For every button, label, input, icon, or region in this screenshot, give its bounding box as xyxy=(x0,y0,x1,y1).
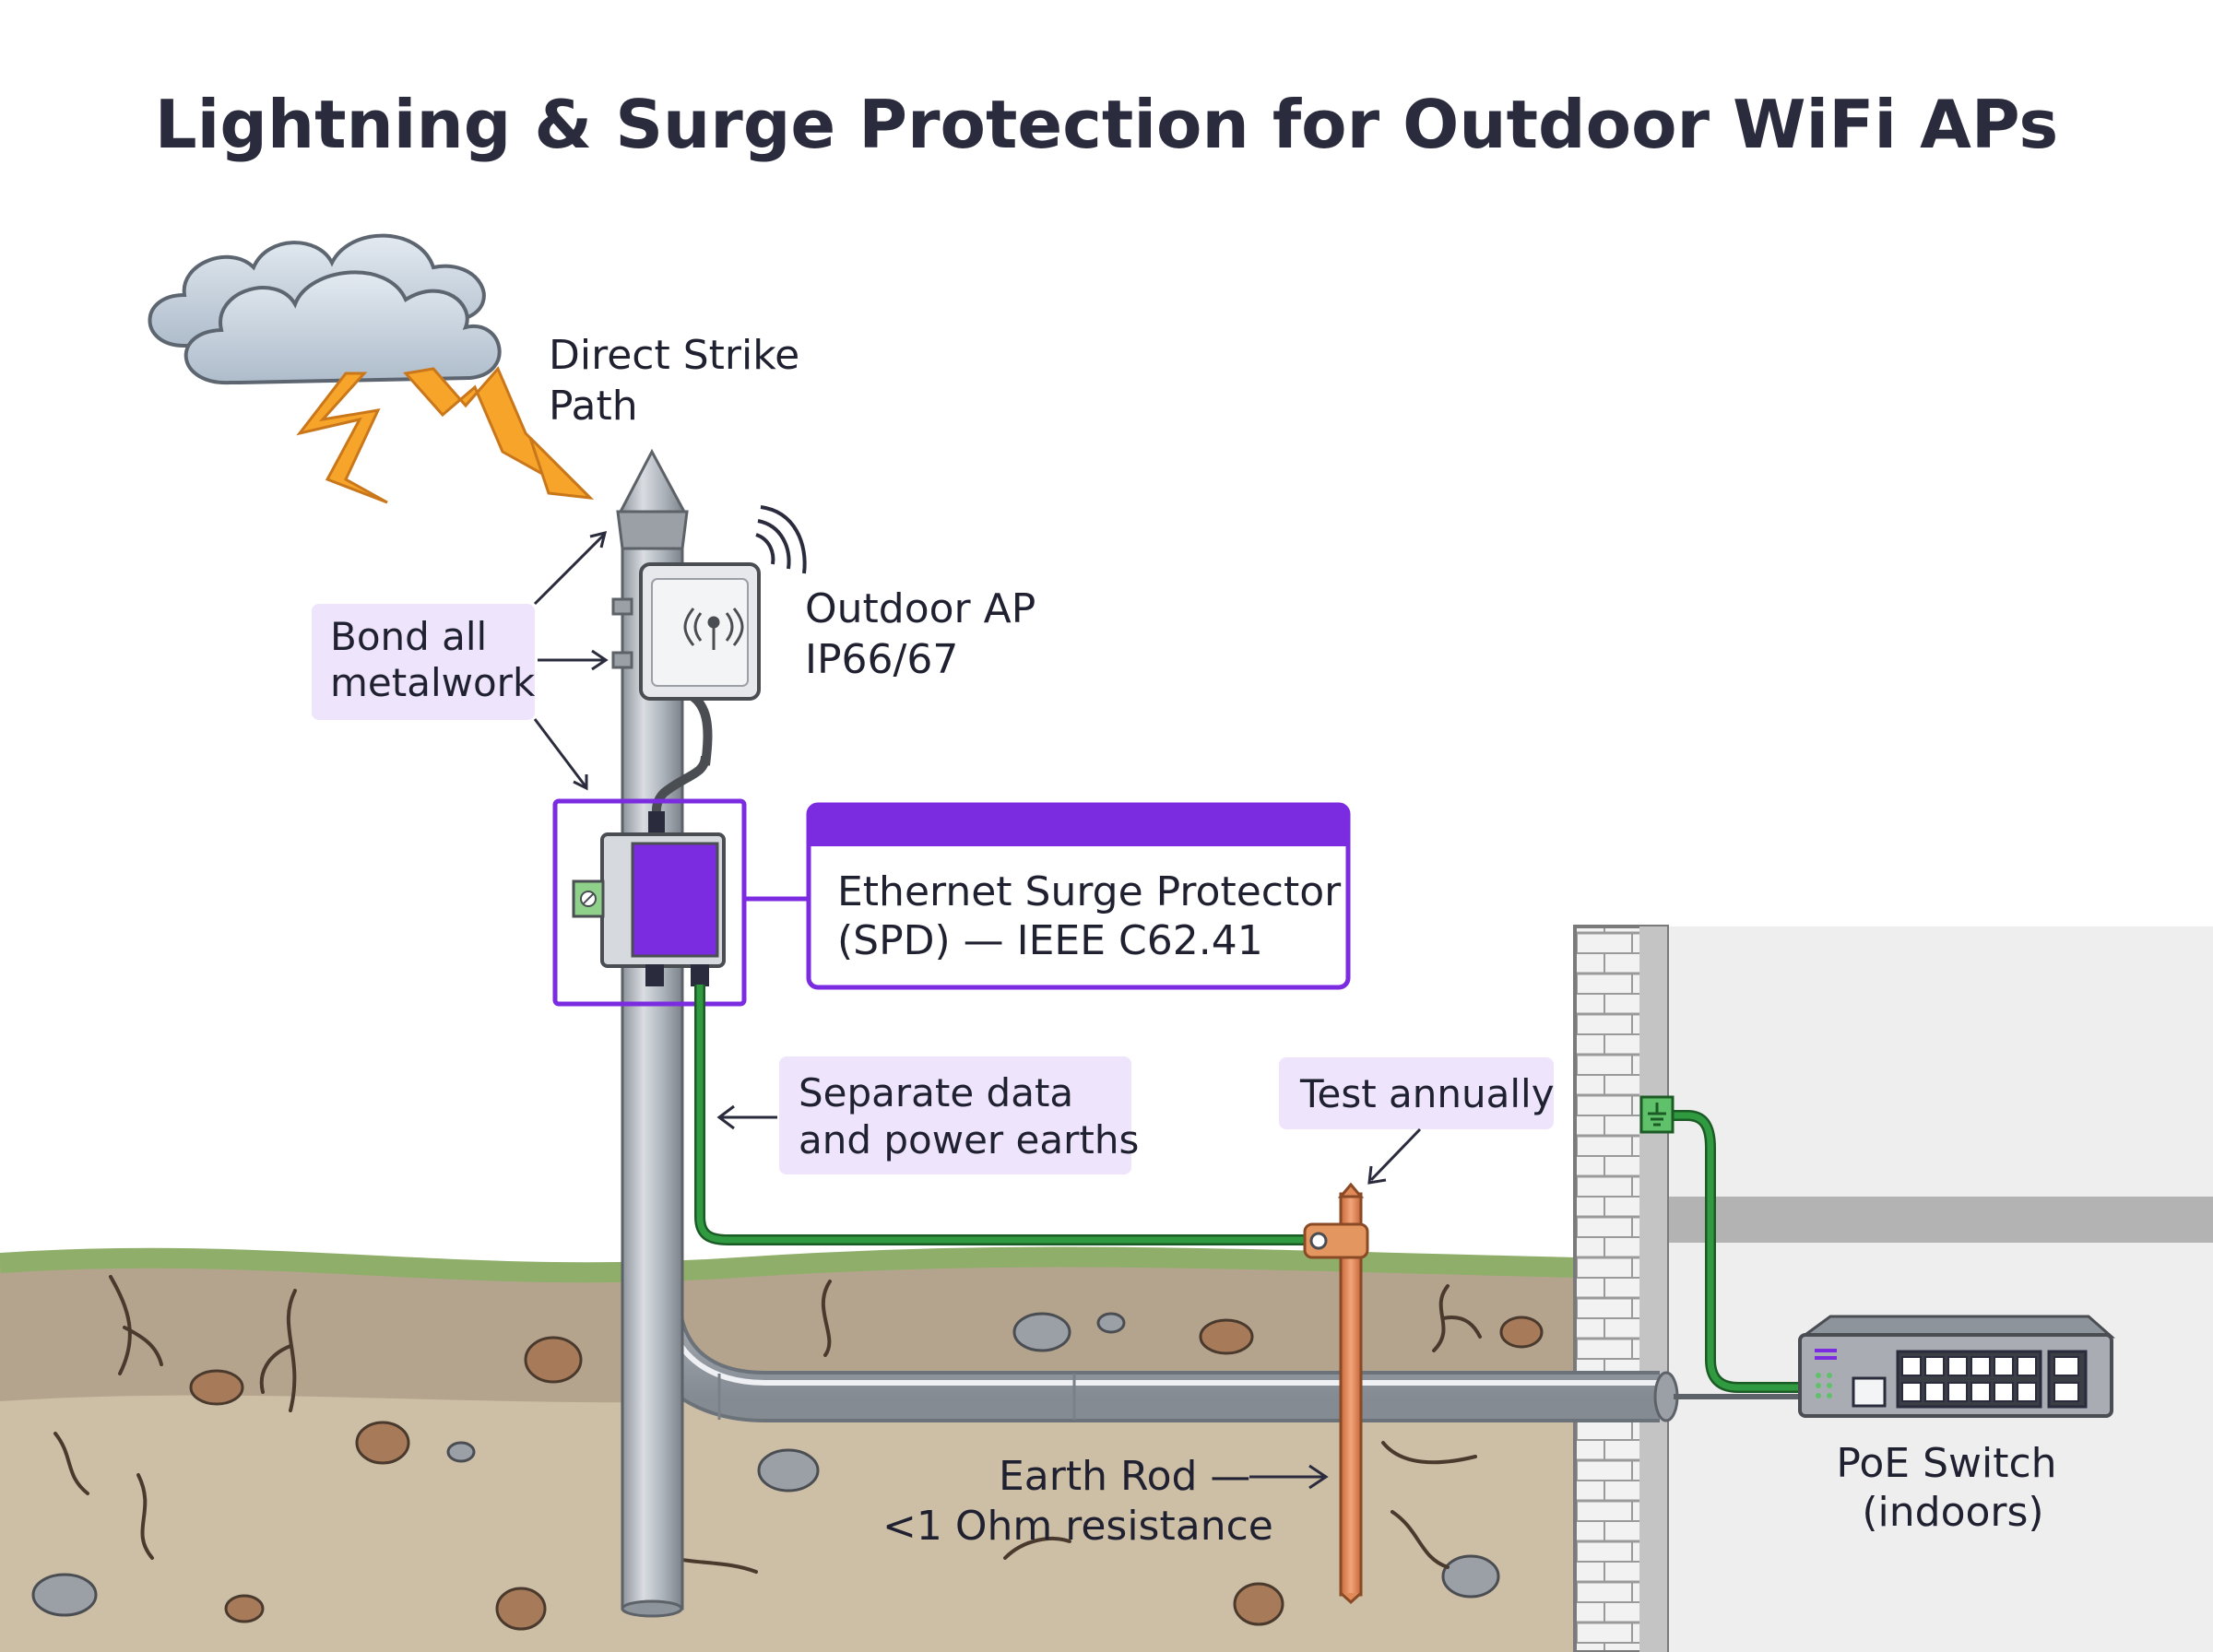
ap-signal-arcs xyxy=(755,505,807,574)
page-title: Lightning & Surge Protection for Outdoor… xyxy=(155,86,2058,163)
surge-protector-device xyxy=(552,798,747,1007)
bond-metalwork-callout: Bond all metalwork xyxy=(312,530,609,791)
wifi-signal-icon xyxy=(683,608,744,650)
lightning-bolt-icon xyxy=(296,366,595,504)
indoor-earth-wire xyxy=(1660,1112,1803,1391)
storm-cloud-icon xyxy=(148,233,502,385)
separate-earths-callout: Separate data and power earths xyxy=(716,1056,1139,1174)
outdoor-ap-label: Outdoor AP IP66/67 xyxy=(805,585,1048,683)
svg-text:Test annually: Test annually xyxy=(1299,1071,1555,1116)
earth-rod-arrow xyxy=(1249,1464,1329,1490)
spd-callout-box: Ethernet Surge Protector (SPD) — IEEE C6… xyxy=(806,802,1354,990)
svg-text:Ethernet Surge Protector: Ethernet Surge Protector (SPD) — IEEE C6… xyxy=(837,868,1354,964)
poe-switch-label: PoE Switch (indoors) xyxy=(1836,1440,2069,1536)
building-wall xyxy=(1573,925,2213,1652)
svg-text:Bond all metalwork: Bond all metalwork xyxy=(330,614,536,705)
svg-text:Separate data and power: Separate data and power earths xyxy=(799,1070,1139,1162)
earth-rod-label: Earth Rod — <1 Ohm resistance xyxy=(882,1453,1273,1550)
outdoor-ap xyxy=(639,505,807,766)
earth-rod xyxy=(1303,1182,1369,1605)
air-terminal-spike xyxy=(618,448,687,513)
earth-ground-icon xyxy=(1639,1095,1675,1134)
spd-highlight-frame xyxy=(552,798,747,1007)
earth-wire xyxy=(696,985,1309,1244)
soil-layer xyxy=(0,1246,1578,1652)
test-annually-callout: Test annually xyxy=(1279,1057,1555,1185)
poe-switch xyxy=(1798,1315,2115,1418)
direct-strike-label: Direct Strike Path xyxy=(549,332,812,430)
mast-pole xyxy=(611,448,689,1618)
